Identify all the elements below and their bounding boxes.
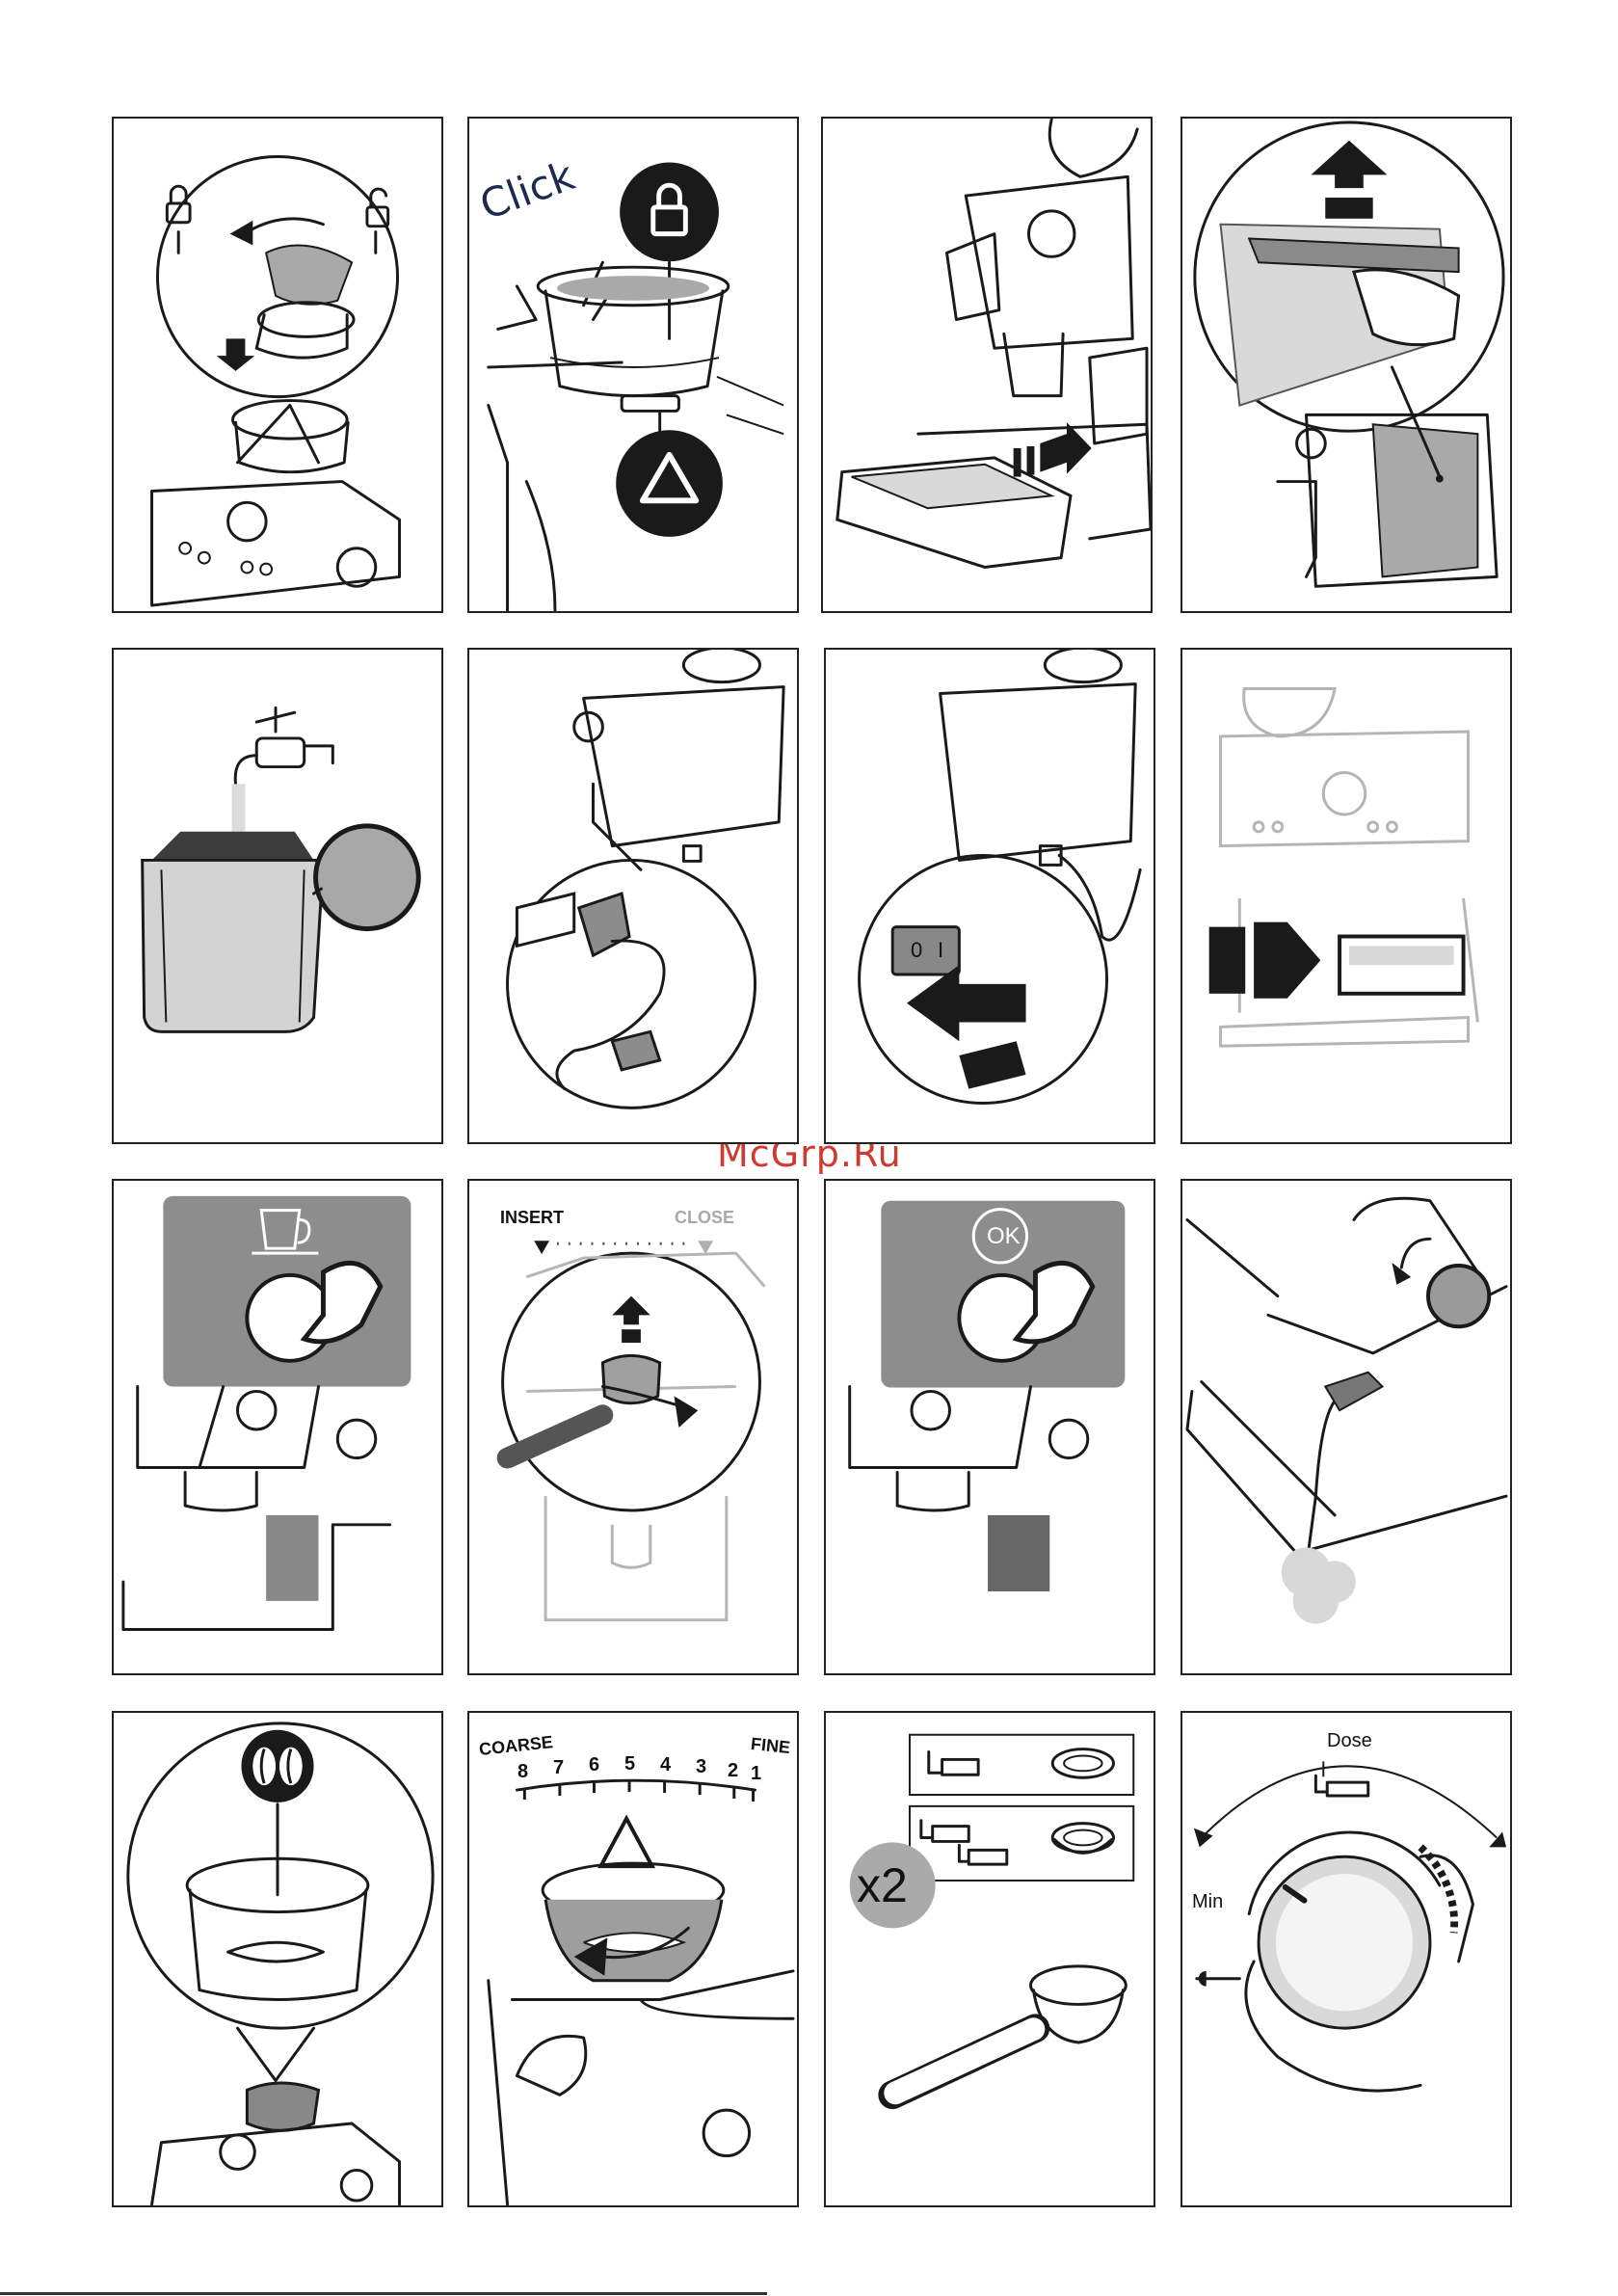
insert-label: INSERT [500, 1208, 564, 1228]
single-shot-basket-icon [929, 1749, 1114, 1778]
grind-scale-number: 2 [728, 1760, 738, 1782]
figure-3-insert-drip-tray [821, 117, 1153, 613]
figure-7-power-switch-on: 0 I [824, 648, 1155, 1144]
triangle-marker-icon [616, 411, 723, 536]
figure-9-press-cup-button [112, 1179, 443, 1675]
grind-scale-number: 1 [751, 1763, 761, 1785]
fine-label: FINE [750, 1734, 791, 1758]
figure-12-steam-wand [1180, 1179, 1512, 1675]
arrow-right-icon [1209, 922, 1321, 999]
grind-scale-number: 6 [589, 1754, 599, 1776]
close-label: CLOSE [675, 1208, 734, 1228]
figure-10-insert-portafilter: INSERT CLOSE [467, 1179, 799, 1675]
figure-6-connect-power-cable [467, 648, 799, 1144]
lock-icon [620, 162, 719, 338]
grind-scale-number: 7 [553, 1757, 564, 1779]
ok-label: OK [987, 1223, 1021, 1250]
arrow-up-icon [612, 1296, 650, 1343]
figure-8-place-cup-tray [1180, 648, 1512, 1144]
figure-2-lock-bean-hopper: Click [467, 117, 799, 613]
switch-off-label: 0 [911, 938, 922, 963]
double-shot-label: x2 [857, 1857, 908, 1913]
figure-16-dose-knob: Dose Min [1180, 1711, 1512, 2207]
figure-4-remove-water-tank [1180, 117, 1512, 613]
grind-scale-number: 3 [696, 1756, 706, 1778]
grind-scale-number: 8 [517, 1761, 528, 1783]
double-shot-basket-icon [921, 1821, 1114, 1864]
min-label: Min [1192, 1891, 1223, 1913]
arrow-up-icon [1311, 141, 1387, 219]
faucet-icon [235, 707, 332, 784]
bottom-rule [0, 2292, 767, 2295]
coffee-beans-icon [241, 1730, 313, 1802]
grind-indicator-icon [600, 1819, 651, 1866]
figure-15-filter-baskets: x2 [824, 1711, 1155, 2207]
figure-13-fill-bean-hopper [112, 1711, 443, 2207]
figure-1-remove-bean-hopper [112, 117, 443, 613]
figure-14-grind-size-dial: COARSE FINE 8 7 6 5 4 3 2 1 [467, 1711, 799, 2207]
figure-11-press-ok-button: OK [824, 1179, 1155, 1675]
power-plug-icon [517, 894, 664, 1089]
figure-5-fill-water-tank [112, 648, 443, 1144]
dose-label: Dose [1327, 1730, 1372, 1752]
switch-on-label: I [938, 938, 943, 963]
grind-scale-number: 5 [624, 1753, 635, 1775]
grind-scale-number: 4 [660, 1754, 671, 1776]
water-level-icon [1197, 1971, 1239, 1987]
